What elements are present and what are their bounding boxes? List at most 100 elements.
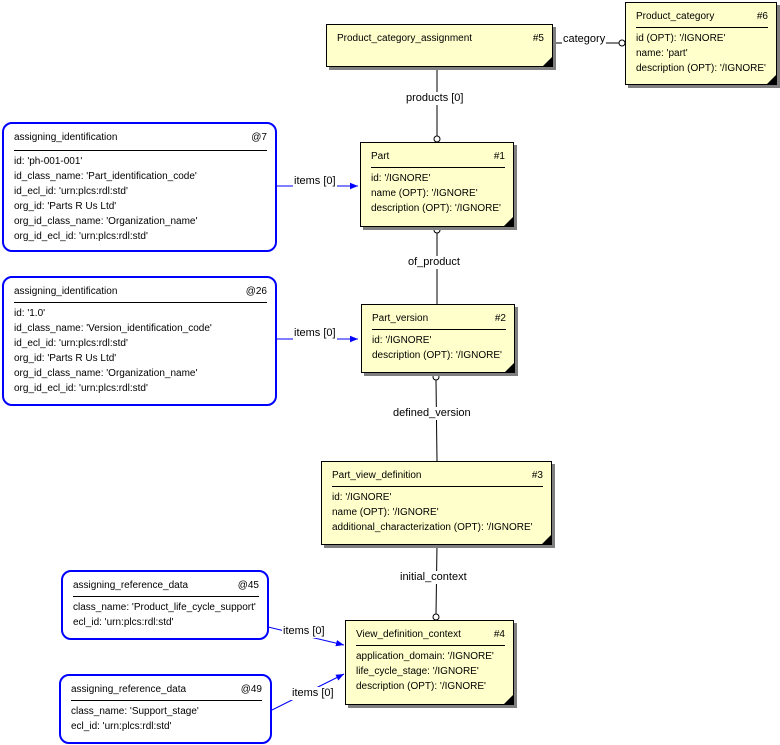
attribute: id_class_name: 'Version_identification_c… [14, 323, 212, 334]
entity-header: Part #1 [371, 151, 505, 165]
attribute: org_id_ecl_id: 'urn:plcs:rdl:std' [14, 231, 148, 242]
entity-name: Part_version [372, 313, 429, 324]
reference-tag: @26 [245, 286, 267, 297]
items-part-link-label: items [0] [293, 175, 337, 188]
attribute: description (OPT): '/IGNORE' [372, 350, 502, 361]
attribute-list: id (OPT): '/IGNORE' name: 'part' descrip… [636, 31, 772, 76]
attribute: name: 'part' [636, 48, 688, 59]
reference-tag: @49 [240, 684, 262, 695]
reference-header: assigning_identification @7 [14, 132, 267, 146]
entity-tag: #1 [493, 151, 505, 162]
header-divider [356, 645, 505, 646]
attribute: id (OPT): '/IGNORE' [636, 33, 726, 44]
entity-name: Part [371, 151, 390, 162]
attribute: application_domain: '/IGNORE' [356, 651, 494, 662]
attribute: ecl_id: 'urn:plcs:rdl:std' [73, 617, 174, 628]
defined-version-link-label: defined_version [392, 407, 472, 420]
attribute-list: application_domain: '/IGNORE' life_cycle… [356, 649, 509, 694]
products-link-label: products [0] [405, 92, 465, 105]
attribute: id_ecl_id: 'urn:plcs:rdl:std' [14, 186, 128, 197]
assigning-identification-7-box[interactable]: assigning_identification @7 id: 'ph-001-… [2, 122, 277, 252]
items-context-49-link-label: items [0] [291, 687, 335, 700]
attribute: org_id: 'Parts R Us Ltd' [14, 201, 117, 212]
reference-header: assigning_reference_data @45 [73, 580, 259, 594]
attribute-list: class_name: 'Support_stage' ecl_id: 'urn… [71, 704, 266, 734]
defined-version-link-line [435, 379, 438, 462]
header-divider [332, 486, 543, 487]
header-divider [636, 27, 768, 28]
attribute: org_id_class_name: 'Organization_name' [14, 216, 198, 227]
attribute: name (OPT): '/IGNORE' [371, 188, 478, 199]
part-box[interactable]: Part #1 id: '/IGNORE' name (OPT): '/IGNO… [360, 142, 514, 227]
entity-header: Product_category_assignment #5 [337, 33, 544, 47]
attribute: org_id_ecl_id: 'urn:plcs:rdl:std' [14, 383, 148, 394]
attribute-list: class_name: 'Product_life_cycle_support'… [73, 600, 263, 630]
header-divider [14, 150, 267, 151]
attribute: id_ecl_id: 'urn:plcs:rdl:std' [14, 338, 128, 349]
entity-tag: #4 [493, 629, 505, 640]
reference-name: assigning_identification [14, 132, 118, 143]
entity-name: View_definition_context [356, 629, 461, 640]
corner-marker [543, 57, 552, 66]
entity-header: View_definition_context #4 [356, 629, 505, 643]
assigning-reference-data-45-box[interactable]: assigning_reference_data @45 class_name:… [61, 570, 269, 640]
attribute: id: '/IGNORE' [372, 335, 432, 346]
attribute-list: id: '/IGNORE' name (OPT): '/IGNORE' addi… [332, 490, 547, 535]
corner-marker [767, 75, 776, 84]
reference-tag: @45 [237, 580, 259, 591]
attribute: description (OPT): '/IGNORE' [356, 681, 486, 692]
part-view-definition-box[interactable]: Part_view_definition #3 id: '/IGNORE' na… [321, 461, 552, 545]
initial-context-link-label: initial_context [399, 571, 468, 584]
attribute-list: id: 'ph-001-001' id_class_name: 'Part_id… [14, 154, 271, 244]
assigning-reference-data-49-box[interactable]: assigning_reference_data @49 class_name:… [59, 674, 272, 744]
attribute: name (OPT): '/IGNORE' [332, 507, 439, 518]
items-version-link-label: items [0] [293, 327, 337, 340]
reference-name: assigning_reference_data [73, 580, 189, 591]
attribute: description (OPT): '/IGNORE' [371, 203, 501, 214]
entity-tag: #2 [494, 313, 506, 324]
view-definition-context-box[interactable]: View_definition_context #4 application_d… [345, 620, 514, 705]
defined-version-link-end [432, 373, 440, 381]
attribute: additional_characterization (OPT): '/IGN… [332, 522, 533, 533]
attribute: class_name: 'Support_stage' [71, 706, 199, 717]
items-context-45-link-label: items [0] [282, 625, 326, 638]
corner-marker [504, 695, 513, 704]
reference-header: assigning_identification @26 [14, 286, 267, 300]
reference-name: assigning_reference_data [71, 684, 187, 695]
of-product-link-label: of_product [407, 256, 461, 269]
attribute: org_id_class_name: 'Organization_name' [14, 368, 198, 379]
corner-marker [505, 363, 514, 372]
assigning-identification-26-box[interactable]: assigning_identification @26 id: '1.0' i… [2, 276, 277, 406]
entity-header: Product_category #6 [636, 11, 768, 25]
header-divider [372, 329, 506, 330]
reference-tag: @7 [251, 132, 267, 143]
entity-tag: #6 [756, 11, 768, 22]
attribute: ecl_id: 'urn:plcs:rdl:std' [71, 721, 172, 732]
corner-marker [542, 535, 551, 544]
attribute: id: '/IGNORE' [332, 492, 392, 503]
product-category-assignment-box[interactable]: Product_category_assignment #5 [326, 24, 553, 67]
entity-name: Product_category_assignment [337, 33, 473, 44]
reference-header: assigning_reference_data @49 [71, 684, 262, 698]
entity-tag: #3 [531, 470, 543, 481]
category-link-label: category [562, 33, 607, 46]
entity-name: Product_category [636, 11, 715, 22]
product-category-box[interactable]: Product_category #6 id (OPT): '/IGNORE' … [625, 2, 777, 85]
header-divider [14, 302, 267, 303]
header-divider [73, 596, 259, 597]
attribute-list: id: '1.0' id_class_name: 'Version_identi… [14, 306, 271, 396]
attribute: class_name: 'Product_life_cycle_support' [73, 602, 256, 613]
header-divider [371, 167, 505, 168]
attribute: id: 'ph-001-001' [14, 156, 83, 167]
part-version-box[interactable]: Part_version #2 id: '/IGNORE' descriptio… [361, 304, 515, 373]
attribute-list: id: '/IGNORE' name (OPT): '/IGNORE' desc… [371, 171, 509, 216]
attribute: description (OPT): '/IGNORE' [636, 63, 766, 74]
header-divider [71, 700, 262, 701]
attribute: id_class_name: 'Part_identification_code… [14, 171, 197, 182]
attribute: id: '/IGNORE' [371, 173, 431, 184]
attribute: life_cycle_stage: '/IGNORE' [356, 666, 479, 677]
corner-marker [504, 217, 513, 226]
entity-tag: #5 [532, 33, 544, 44]
entity-name: Part_view_definition [332, 470, 422, 481]
reference-name: assigning_identification [14, 286, 118, 297]
